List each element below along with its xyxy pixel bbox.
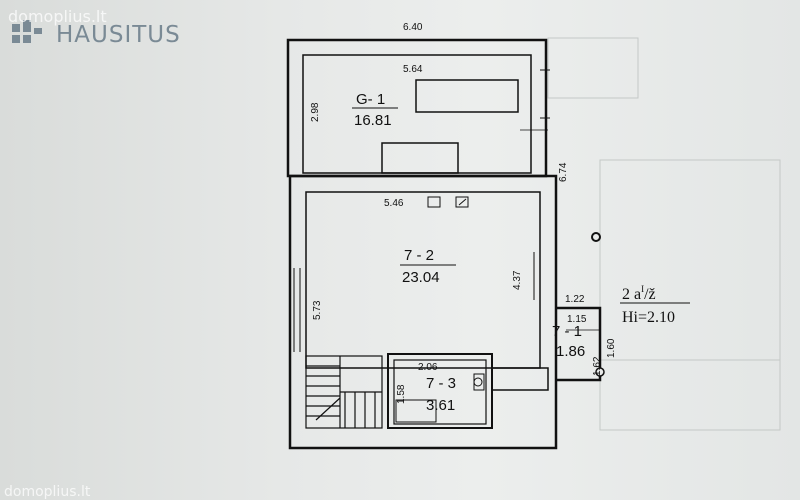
room-71-walls: [556, 306, 602, 382]
room-71-door-dot: [595, 367, 605, 377]
dim-r73-width: 2.06: [418, 362, 438, 373]
room-72-id: 7 - 2: [404, 247, 434, 264]
room-72-left-window: [293, 268, 301, 352]
room-73-area: 3.61: [426, 397, 455, 414]
room-72-right-window: [533, 252, 541, 300]
dim-overall-width: 6.40: [403, 22, 423, 33]
dim-r71-side: 1.62: [592, 356, 603, 376]
house-grid-icon: [12, 20, 42, 43]
marker-dot: [591, 232, 601, 242]
room-71-area: 1.86: [556, 343, 585, 360]
dim-g1-width: 5.64: [403, 64, 423, 75]
logo: HAUSITUS: [12, 20, 181, 48]
g1-appliance-block: [381, 142, 459, 174]
stairs: [305, 355, 383, 429]
floor-annotation-main: 2 a: [622, 286, 641, 303]
room-73-side-bump: [491, 367, 549, 391]
g1-right-windows: [540, 69, 550, 119]
floor-annotation-suffix: /ž: [644, 286, 656, 303]
room-73-fixtures: [395, 373, 485, 423]
dim-r71-width: 1.22: [565, 294, 585, 305]
dim-room72-right-height: 4.37: [512, 270, 523, 290]
height-annotation: Hi=2.10: [622, 309, 675, 326]
room-73-id: 7 - 3: [426, 375, 456, 392]
watermark-bottom: domoplius.lt: [4, 484, 91, 500]
g1-window-block: [415, 79, 519, 113]
dimension-lines: [520, 129, 600, 331]
background-ghost-lines: [547, 37, 781, 431]
watermark-top: domoplius.lt: [8, 7, 107, 26]
dim-g1-height: 2.98: [310, 102, 321, 122]
room-72-area: 23.04: [402, 269, 440, 286]
room-g1-area: 16.81: [354, 112, 392, 129]
room-73-walls: [387, 353, 493, 429]
dim-r71-height: 1.60: [606, 338, 617, 358]
dim-room72-left-height: 5.73: [312, 300, 323, 320]
logo-text: HAUSITUS: [56, 22, 181, 48]
dim-r73-height: 1.58: [396, 384, 407, 404]
dim-room72-width: 5.46: [384, 198, 404, 209]
floor-annotation: 2 aI/ž: [622, 284, 656, 303]
outlet-icons: [427, 196, 469, 208]
floor-annotation-sup: I: [641, 284, 644, 294]
room-71-id: 7 - 1: [552, 323, 582, 340]
room-g1-id: G- 1: [356, 91, 385, 108]
dim-r71-inner: 1.15: [567, 314, 587, 325]
room-g1-walls: [286, 38, 548, 178]
dim-right-height: 6.74: [558, 162, 569, 182]
